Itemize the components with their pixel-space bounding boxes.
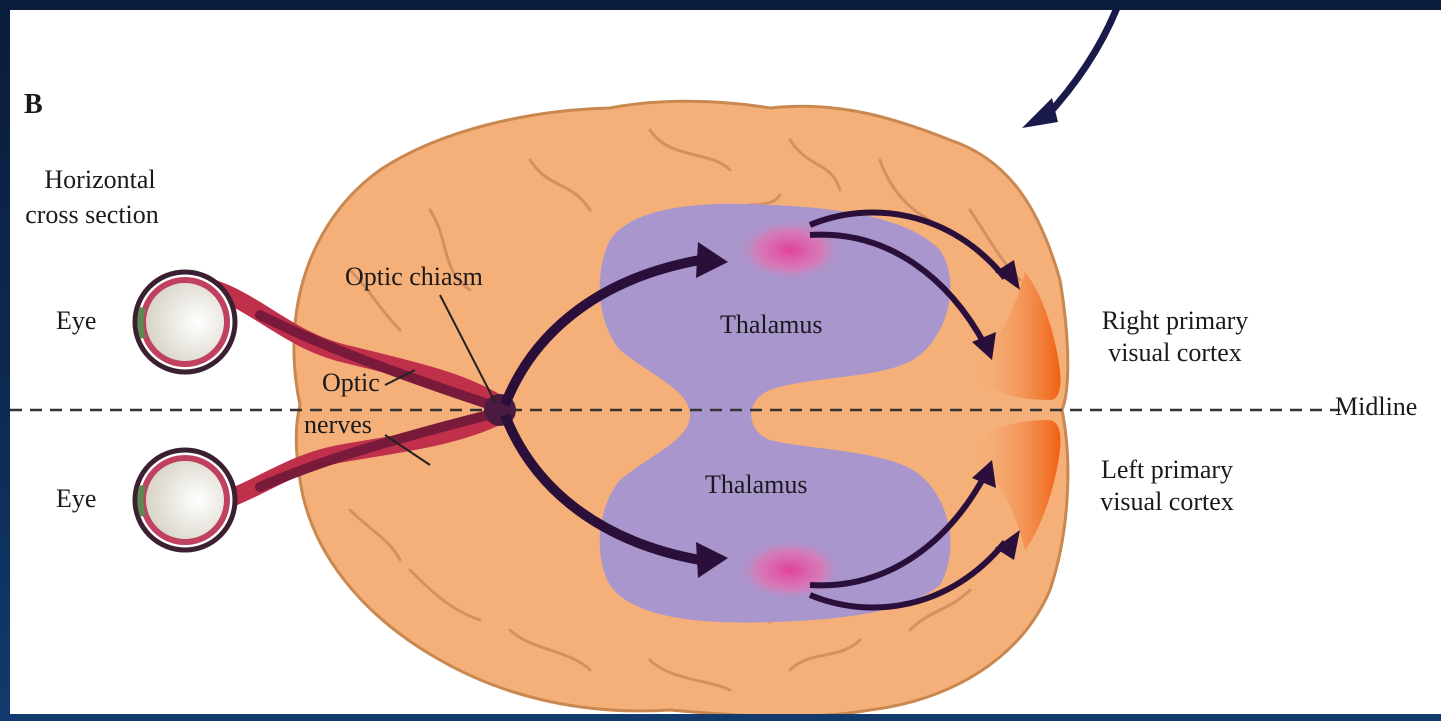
- pointer-arrowhead: [1022, 98, 1058, 128]
- thalamus-bottom-label: Thalamus: [705, 470, 808, 500]
- right-cortex-label-line2: visual cortex: [1080, 338, 1270, 368]
- right-cortex-label-line1: Right primary: [1080, 306, 1270, 336]
- panel-label: B: [24, 90, 43, 120]
- pointer-arrow: [1045, 10, 1120, 118]
- optic-nerves-label-line2: nerves: [304, 410, 372, 440]
- lgn-right: [735, 218, 845, 282]
- midline-label: Midline: [1335, 392, 1417, 422]
- eye-bottom-shape: [135, 450, 235, 550]
- lgn-left: [735, 538, 845, 602]
- left-cortex-label-line2: visual cortex: [1072, 487, 1262, 517]
- section-label-line2: cross section: [10, 200, 182, 230]
- eye-bottom-label: Eye: [56, 484, 96, 514]
- thalamus-top-label: Thalamus: [720, 310, 823, 340]
- eye-top-shape: [135, 272, 235, 372]
- section-label-line1: Horizontal: [10, 165, 190, 195]
- optic-chiasm-label: Optic chiasm: [345, 262, 483, 292]
- optic-nerves-label-line1: Optic: [322, 368, 380, 398]
- left-cortex-label-line1: Left primary: [1072, 455, 1262, 485]
- brain-shape: [294, 101, 1068, 714]
- diagram-panel: B Horizontal cross section Eye Eye Optic…: [10, 10, 1441, 714]
- eye-top-label: Eye: [56, 306, 96, 336]
